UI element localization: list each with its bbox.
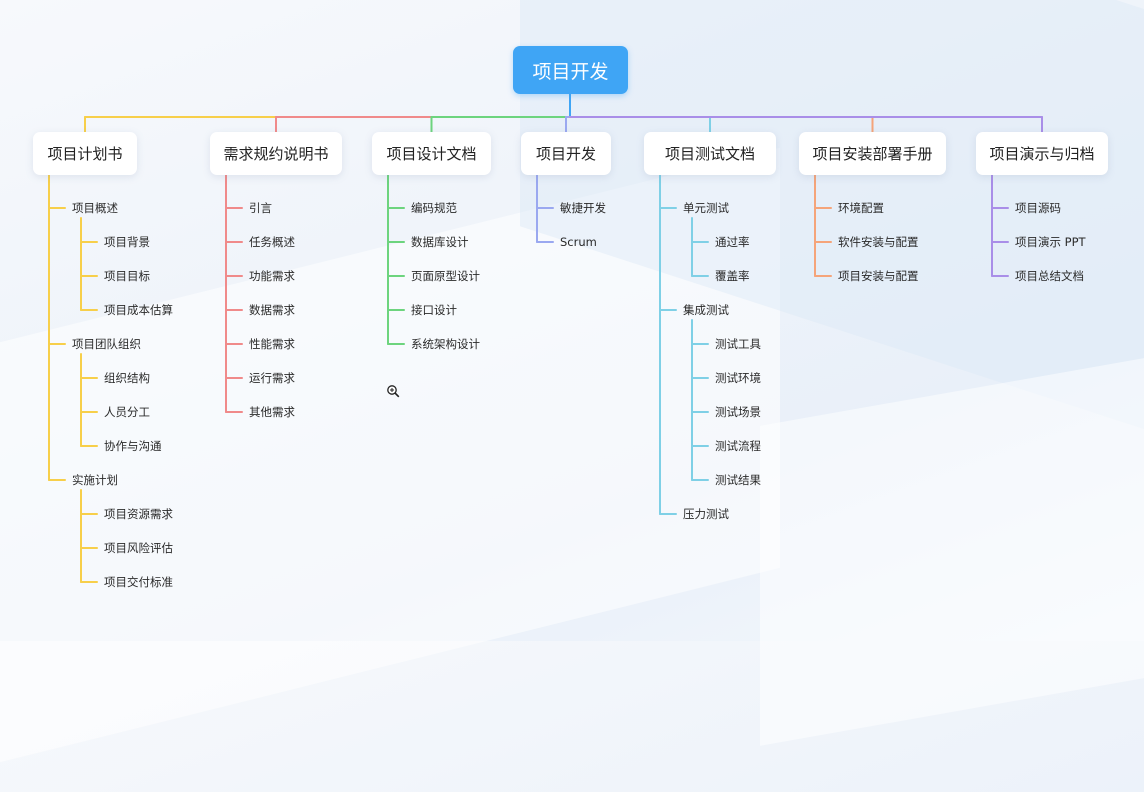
- mindmap-subitem[interactable]: 组织结构: [104, 371, 150, 385]
- zoom-in-cursor-icon: [387, 385, 400, 398]
- connector-lines: [48, 93, 1043, 583]
- mindmap-subitem[interactable]: 覆盖率: [715, 269, 750, 283]
- mindmap-item[interactable]: 敏捷开发: [560, 201, 606, 215]
- mindmap-item[interactable]: 系统架构设计: [411, 337, 480, 351]
- mindmap-item[interactable]: 项目团队组织: [72, 337, 141, 351]
- branch-node[interactable]: 项目设计文档: [372, 132, 491, 175]
- branch-node[interactable]: 项目计划书: [33, 132, 137, 175]
- mindmap-subitem[interactable]: 项目成本估算: [104, 303, 173, 317]
- mindmap-item[interactable]: 项目总结文档: [1015, 269, 1084, 283]
- branch-node[interactable]: 需求规约说明书: [210, 132, 342, 175]
- mindmap-subitem[interactable]: 测试工具: [715, 337, 761, 351]
- mindmap-subitem[interactable]: 项目背景: [104, 235, 150, 249]
- mindmap-item[interactable]: 项目概述: [72, 201, 118, 215]
- mindmap-item[interactable]: 项目安装与配置: [838, 269, 919, 283]
- mindmap-subitem[interactable]: 测试场景: [715, 405, 761, 419]
- mindmap-item[interactable]: 项目源码: [1015, 201, 1061, 215]
- mindmap-subitem[interactable]: 测试环境: [715, 371, 761, 385]
- mindmap-item[interactable]: 引言: [249, 201, 272, 215]
- mindmap-item[interactable]: 实施计划: [72, 473, 118, 487]
- branch-node[interactable]: 项目开发: [521, 132, 611, 175]
- mindmap-item[interactable]: 性能需求: [249, 337, 295, 351]
- mindmap-item[interactable]: 数据需求: [249, 303, 295, 317]
- mindmap-subitem[interactable]: 协作与沟通: [104, 439, 162, 453]
- mindmap-subitem[interactable]: 项目资源需求: [104, 507, 173, 521]
- mindmap-item[interactable]: 数据库设计: [411, 235, 469, 249]
- mindmap-item[interactable]: 项目演示 PPT: [1015, 235, 1086, 249]
- mindmap-item[interactable]: 其他需求: [249, 405, 295, 419]
- mindmap-subitem[interactable]: 测试结果: [715, 473, 761, 487]
- mindmap-subitem[interactable]: 通过率: [715, 235, 750, 249]
- mindmap-item[interactable]: 单元测试: [683, 201, 729, 215]
- branch-node[interactable]: 项目安装部署手册: [799, 132, 946, 175]
- mindmap-item[interactable]: 集成测试: [683, 303, 729, 317]
- mindmap-item[interactable]: 任务概述: [249, 235, 295, 249]
- mindmap-subitem[interactable]: 项目目标: [104, 269, 150, 283]
- mindmap-item[interactable]: 接口设计: [411, 303, 457, 317]
- mindmap-subitem[interactable]: 人员分工: [104, 405, 150, 419]
- branch-node[interactable]: 项目演示与归档: [976, 132, 1108, 175]
- mindmap-item[interactable]: Scrum: [560, 235, 597, 249]
- mindmap-item[interactable]: 运行需求: [249, 371, 295, 385]
- branch-node[interactable]: 项目测试文档: [644, 132, 776, 175]
- mindmap-subitem[interactable]: 项目风险评估: [104, 541, 173, 555]
- mindmap-item[interactable]: 页面原型设计: [411, 269, 480, 283]
- mindmap-subitem[interactable]: 项目交付标准: [104, 575, 173, 589]
- mindmap-item[interactable]: 编码规范: [411, 201, 457, 215]
- mindmap-item[interactable]: 软件安装与配置: [838, 235, 919, 249]
- mindmap-item[interactable]: 功能需求: [249, 269, 295, 283]
- mindmap-item[interactable]: 压力测试: [683, 507, 729, 521]
- root-node[interactable]: 项目开发: [513, 46, 628, 94]
- mindmap-item[interactable]: 环境配置: [838, 201, 884, 215]
- mindmap-subitem[interactable]: 测试流程: [715, 439, 761, 453]
